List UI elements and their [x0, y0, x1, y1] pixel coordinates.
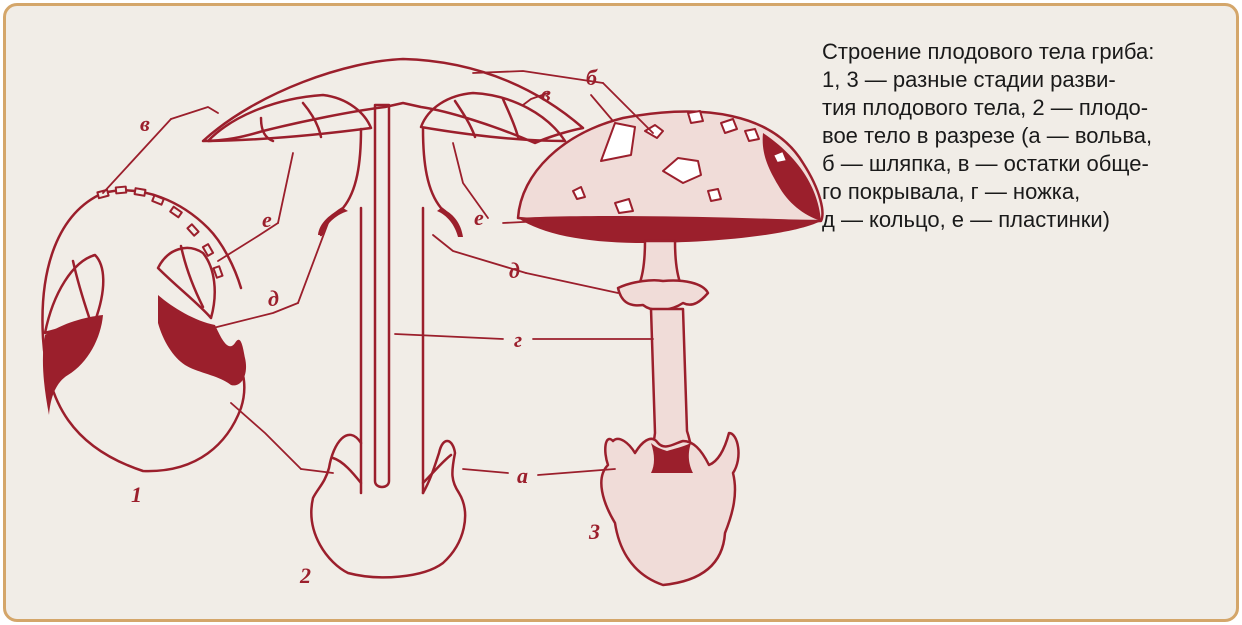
stage-3-ring: [618, 280, 708, 310]
label-veil-remnants-right: в: [541, 81, 551, 106]
caption-line: вое тело в разрезе (а — вольва,: [822, 122, 1222, 150]
caption-line: тия плодового тела, 2 — плодо-: [822, 94, 1222, 122]
caption-line: го покрывала, г — ножка,: [822, 178, 1222, 206]
caption-line: 1, 3 — разные стадии разви-: [822, 66, 1222, 94]
stage-1-young-fruit-body: [42, 187, 246, 472]
stage-3-gills: [518, 216, 821, 243]
label-stem: г: [514, 327, 522, 352]
stage-2-ring-right: [437, 208, 463, 237]
caption-line: д — кольцо, е — пластинки): [822, 206, 1222, 234]
stage-3-mature-mushroom: [518, 111, 822, 585]
stage-2-ring-left: [318, 208, 348, 235]
label-ring-right: д: [509, 258, 520, 283]
stage-2-section: [203, 59, 583, 577]
caption-line: б — шляпка, в — остатки обще-: [822, 150, 1222, 178]
label-gills-left: е: [262, 207, 272, 232]
figure-frame: 1 2 3 в в б е е д д г а Строение плодово…: [3, 3, 1239, 622]
stage-number-2: 2: [299, 563, 311, 588]
label-volva: а: [517, 463, 528, 488]
label-veil-remnants-left: в: [140, 111, 150, 136]
figure-caption: Строение плодового тела гриба: 1, 3 — ра…: [822, 38, 1222, 234]
label-ring-left: д: [268, 286, 279, 311]
stage-number-3: 3: [588, 519, 600, 544]
stage-2-stem-inner: [375, 105, 389, 487]
stage-3-stem-upper: [639, 241, 681, 285]
stage-number-1: 1: [131, 482, 142, 507]
label-cap: б: [586, 65, 598, 90]
label-gills-right: е: [474, 205, 484, 230]
caption-line: Строение плодового тела гриба:: [822, 38, 1222, 66]
